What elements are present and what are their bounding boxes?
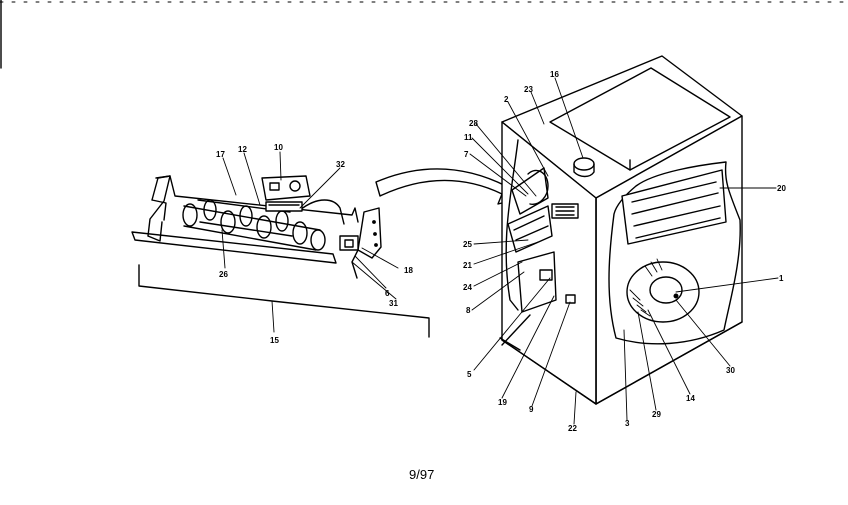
callout-30: 30 <box>726 366 735 375</box>
callout-labels: 26 17 12 10 32 18 6 31 15 16 23 2 28 11 … <box>216 70 786 433</box>
callout-25b: 25 <box>463 240 472 249</box>
callout-24: 24 <box>463 283 472 292</box>
page-code: 9/97 <box>409 467 434 482</box>
callout-8: 8 <box>466 306 471 315</box>
burner-tubes <box>182 199 326 251</box>
callout-2: 2 <box>504 95 509 104</box>
callout-31: 31 <box>389 299 398 308</box>
leader-lines <box>221 77 779 425</box>
callout-9: 9 <box>529 405 534 414</box>
callout-17: 17 <box>216 150 225 159</box>
scan-edge-artifact <box>0 0 848 69</box>
assembly-group-bracket <box>138 264 430 338</box>
callout-14: 14 <box>686 394 695 403</box>
burner-assembly <box>131 175 382 279</box>
callout-28: 28 <box>469 119 478 128</box>
callout-29: 29 <box>652 410 661 419</box>
callout-15: 15 <box>270 336 279 345</box>
callout-19: 19 <box>498 398 507 407</box>
furnace-cabinet <box>499 55 743 405</box>
callout-10: 10 <box>274 143 283 152</box>
callout-5: 5 <box>467 370 472 379</box>
callout-23: 23 <box>524 85 533 94</box>
callout-22: 22 <box>568 424 577 433</box>
callout-18: 18 <box>404 266 413 275</box>
callout-1: 1 <box>779 274 784 283</box>
exploded-view-arrow <box>375 168 523 205</box>
callout-11: 11 <box>464 133 473 142</box>
callout-3: 3 <box>625 419 630 428</box>
callout-6: 6 <box>385 289 390 298</box>
callout-12: 12 <box>238 145 247 154</box>
callout-32: 32 <box>336 160 345 169</box>
callout-21: 21 <box>463 261 472 270</box>
blower-wheel <box>629 258 663 317</box>
callout-7: 7 <box>464 150 469 159</box>
callout-26: 26 <box>219 270 228 279</box>
callout-20: 20 <box>777 184 786 193</box>
callout-16: 16 <box>550 70 559 79</box>
